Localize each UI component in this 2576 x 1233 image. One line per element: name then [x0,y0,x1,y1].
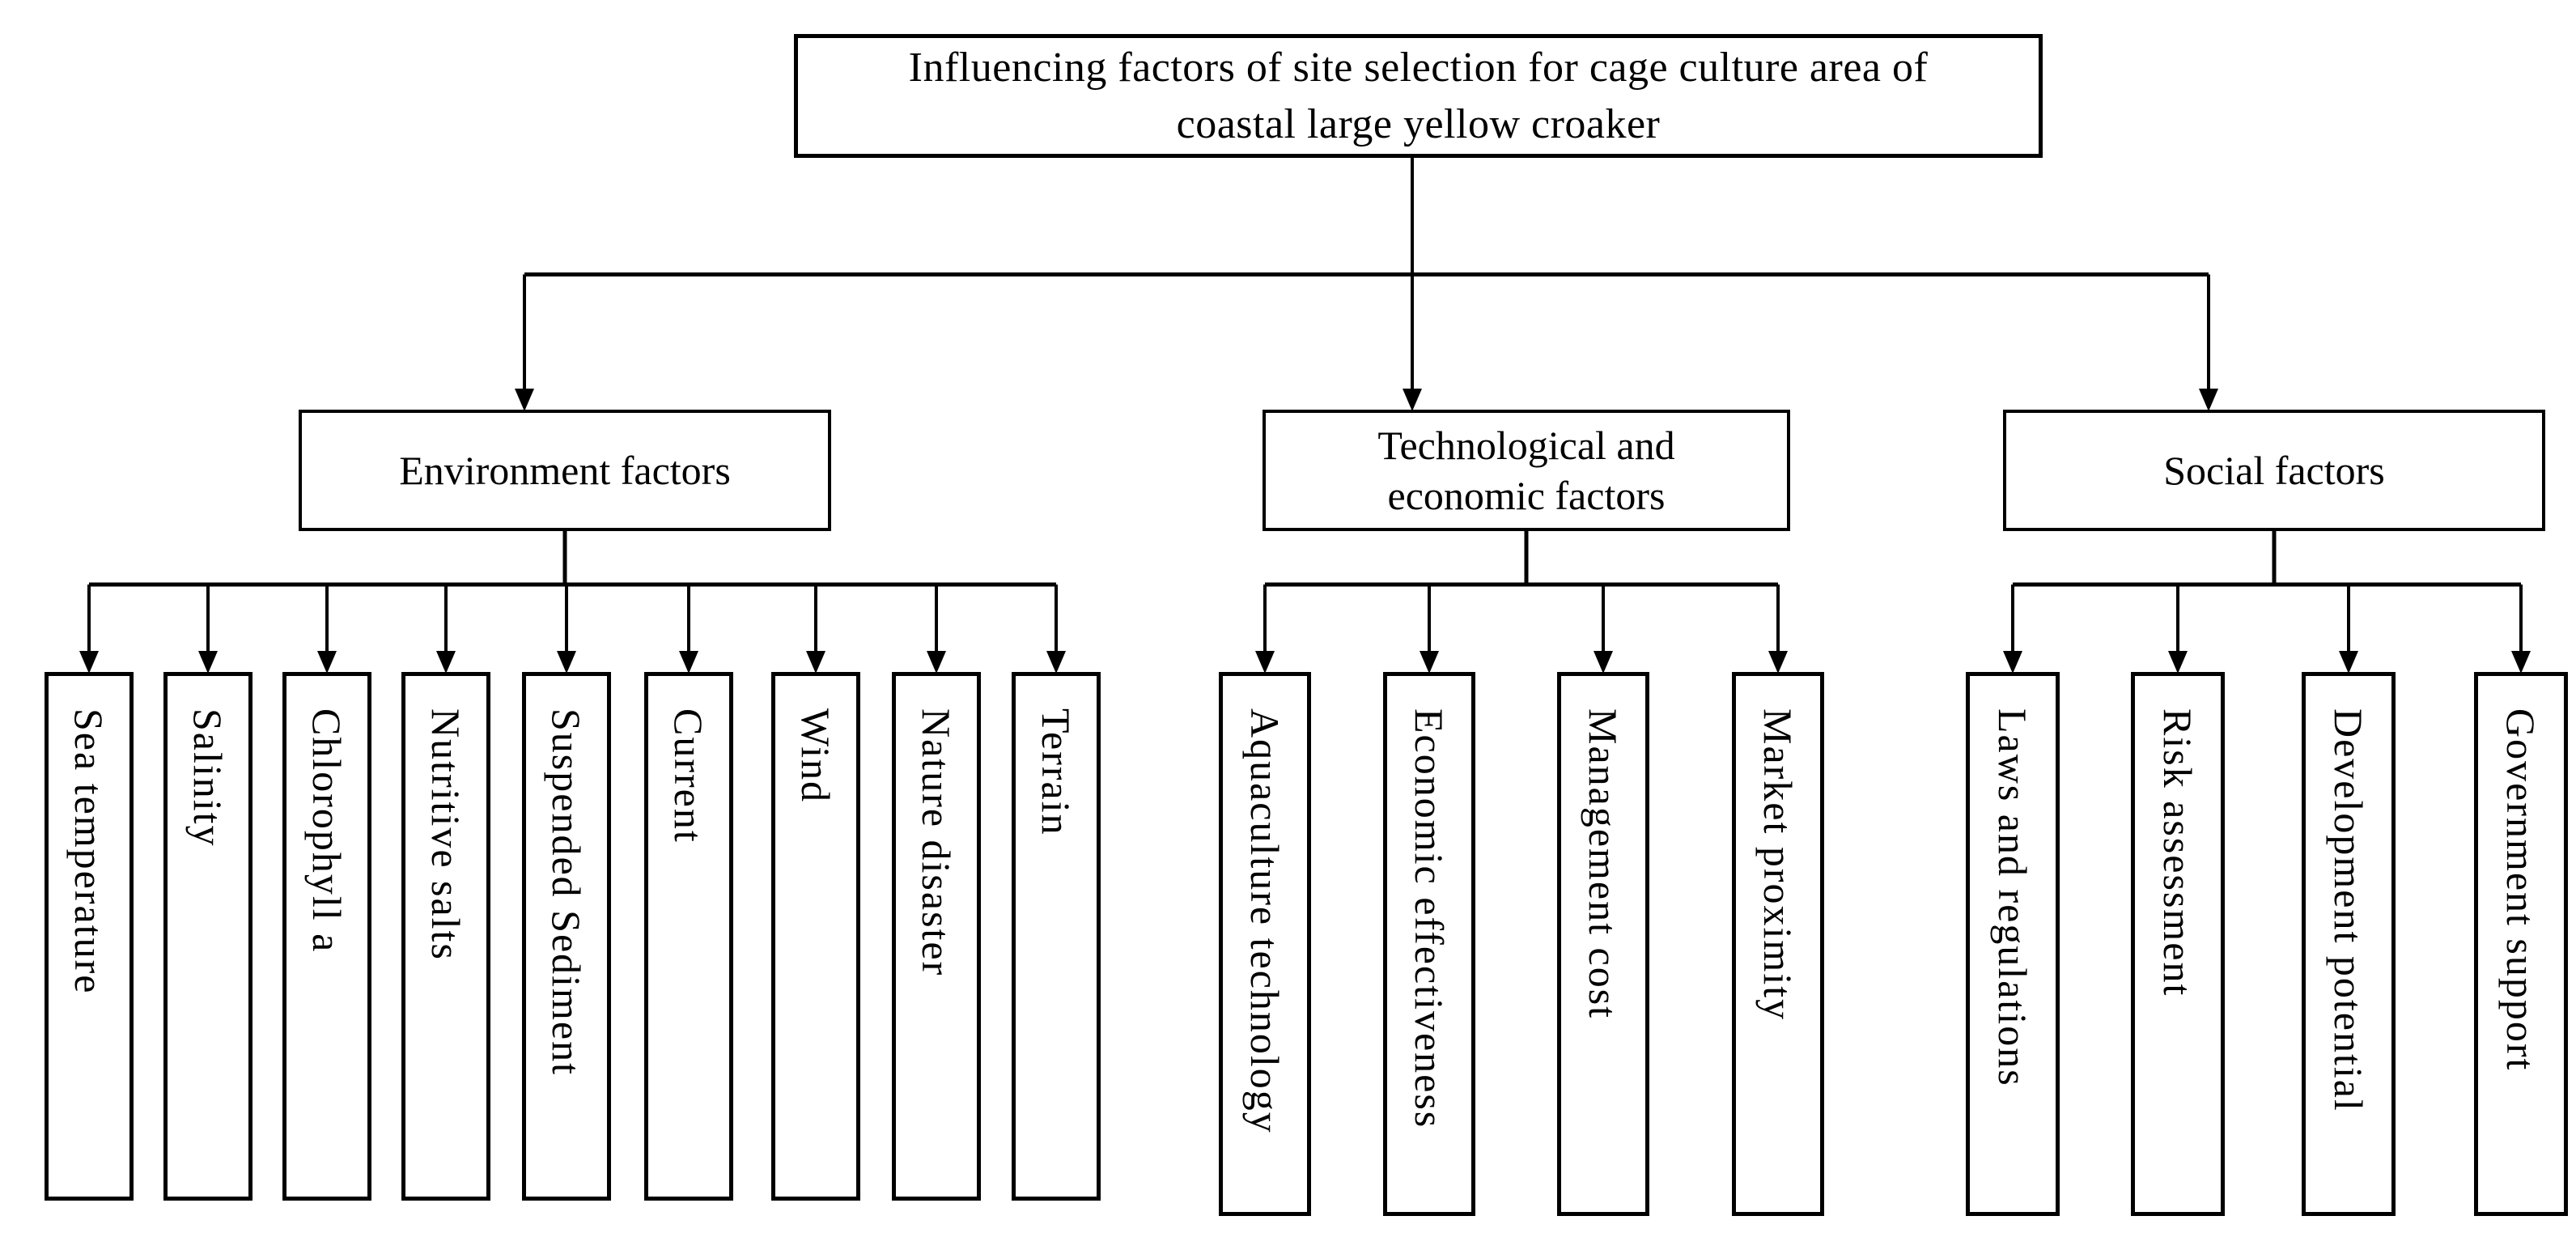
factor-label: Government support [2498,708,2544,1072]
node-management-cost: Management cost [1557,672,1649,1216]
node-root: Influencing factors of site selection fo… [794,34,2043,158]
node-suspended-sediment: Suspended Sediment [522,672,611,1201]
arrowhead-icon [198,651,218,674]
node-sea-temperature: Sea temperature [45,672,134,1201]
arrowhead-icon [557,651,576,674]
factor-label: Development potential [2326,708,2371,1112]
factor-label: Nutritive salts [423,708,469,961]
node-laws-and-regulations: Laws and regulations [1966,672,2060,1216]
arrowhead-icon [1255,651,1275,674]
root-title-line-1: Influencing factors of site selection fo… [908,44,1929,91]
node-economic-effectiveness: Economic effectiveness [1383,672,1475,1216]
node-market-proximity: Market proximity [1732,672,1824,1216]
arrowhead-icon [927,651,946,674]
arrowhead-icon [436,651,456,674]
category-label: Environment factors [399,448,731,493]
node-chlorophyll-a: Chlorophyll a [282,672,371,1201]
arrowhead-icon [679,651,698,674]
node-social-factors: Social factors [2003,410,2545,531]
root-title-line-2: coastal large yellow croaker [1176,100,1661,147]
node-current: Current [644,672,733,1201]
arrowhead-icon [1768,651,1788,674]
arrowhead-icon [1046,651,1066,674]
node-technological-and-economic-factors: Technological and economic factors [1263,410,1790,531]
node-government-support: Government support [2474,672,2568,1216]
arrowhead-icon [1403,389,1422,411]
arrowhead-icon [806,651,825,674]
factor-label: Salinity [185,708,231,848]
node-wind: Wind [771,672,860,1201]
category-label: Social factors [2163,448,2385,493]
arrowhead-icon [2199,389,2218,411]
factor-label: Nature disaster [914,708,959,977]
node-aquaculture-technology: Aquaculture technology [1219,672,1311,1216]
node-salinity: Salinity [163,672,253,1201]
factor-label: Suspended Sediment [544,708,589,1077]
factor-label: Market proximity [1755,708,1801,1022]
arrowhead-icon [79,651,99,674]
factor-label: Sea temperature [66,708,112,995]
node-terrain: Terrain [1012,672,1101,1201]
node-development-potential: Development potential [2302,672,2396,1216]
category-label: Technological and economic factors [1377,423,1675,518]
factor-label: Laws and regulations [1990,708,2035,1087]
node-environment-factors: Environment factors [299,410,831,531]
arrowhead-icon [515,389,534,411]
factor-label: Risk assessment [2155,708,2200,997]
factor-label: Aquaculture technology [1242,708,1288,1134]
node-nature-disaster: Nature disaster [892,672,981,1201]
arrowhead-icon [2003,651,2022,674]
arrowhead-icon [1420,651,1439,674]
node-risk-assessment: Risk assessment [2131,672,2225,1216]
factor-label: Chlorophyll a [304,708,350,954]
factor-label: Management cost [1581,708,1626,1020]
arrowhead-icon [2511,651,2531,674]
node-nutritive-salts: Nutritive salts [401,672,490,1201]
arrowhead-icon [2168,651,2188,674]
arrowhead-icon [2339,651,2358,674]
arrowhead-icon [1594,651,1613,674]
arrowhead-icon [317,651,337,674]
factor-label: Wind [793,708,838,804]
factor-label: Terrain [1033,708,1079,836]
factor-label: Economic effectiveness [1407,708,1452,1129]
factor-label: Current [666,708,711,844]
